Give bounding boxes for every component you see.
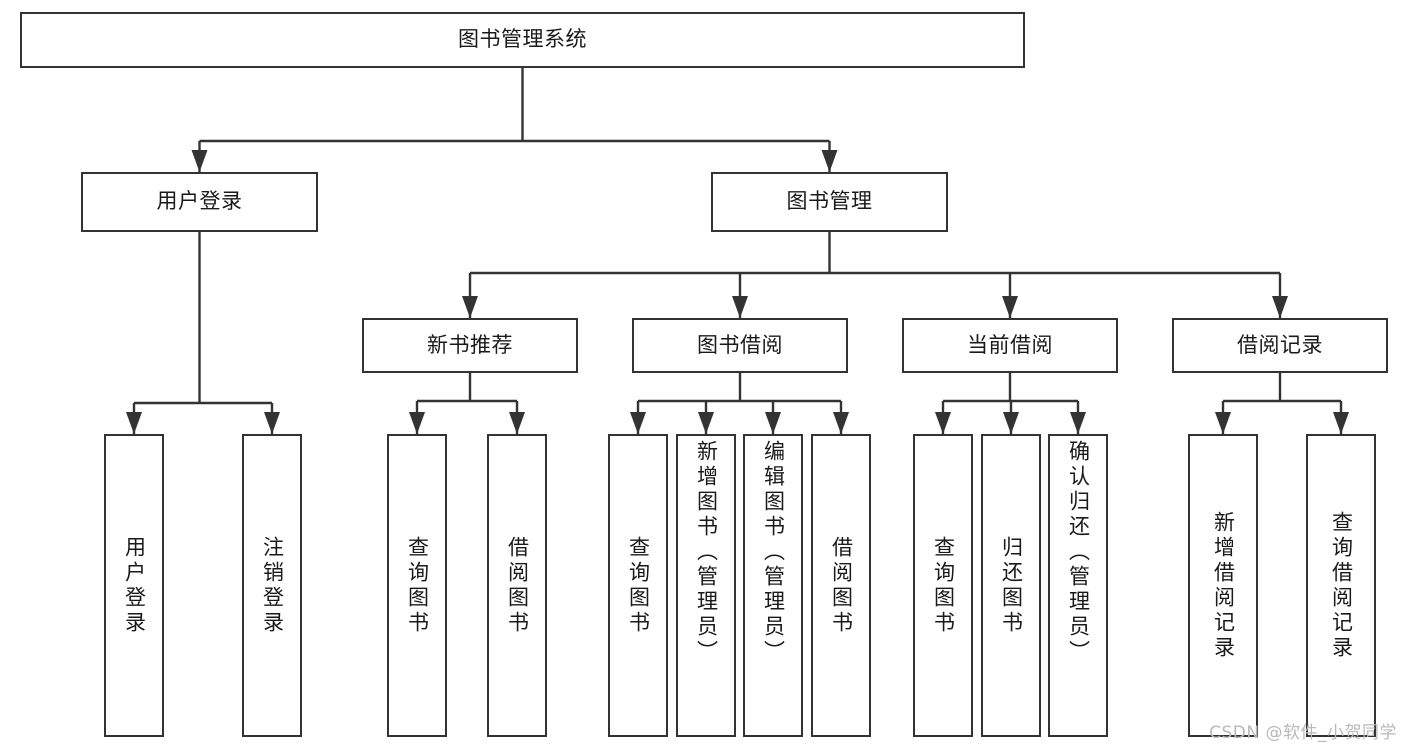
node-label-newbook: 新书推荐 — [427, 332, 513, 357]
arrowhead-bookmgmt — [821, 150, 838, 172]
node-label-leaf-borrow-add: 新增图书（管理员） — [694, 440, 719, 665]
node-label-leaf-newbook-query: 查询图书 — [405, 535, 430, 636]
node-label-current: 当前借阅 — [967, 332, 1053, 357]
arrowhead-leaf-current-confirm — [1070, 412, 1086, 434]
arrowhead-leaf-borrow-add — [698, 412, 714, 434]
arrowhead-newbook — [462, 296, 478, 318]
node-newbook[interactable]: 新书推荐 — [362, 318, 578, 373]
node-root[interactable]: 图书管理系统 — [20, 12, 1025, 68]
node-leaf-newbook-borrow[interactable]: 借阅图书 — [487, 434, 547, 737]
arrowhead-leaf-user-login — [126, 412, 142, 434]
arrowhead-borrow — [732, 296, 748, 318]
node-leaf-borrow-lend[interactable]: 借阅图书 — [811, 434, 871, 737]
node-label-leaf-newbook-borrow: 借阅图书 — [505, 535, 530, 636]
node-current[interactable]: 当前借阅 — [902, 318, 1118, 373]
node-label-leaf-record-query: 查询借阅记录 — [1329, 510, 1354, 661]
node-label-leaf-borrow-edit: 编辑图书（管理员） — [761, 440, 786, 665]
arrowhead-leaf-record-add — [1215, 412, 1231, 434]
node-leaf-borrow-add[interactable]: 新增图书（管理员） — [676, 434, 736, 737]
node-bookmgmt[interactable]: 图书管理 — [711, 172, 948, 232]
node-leaf-current-query[interactable]: 查询图书 — [913, 434, 973, 737]
node-leaf-current-return[interactable]: 归还图书 — [981, 434, 1041, 737]
node-label-leaf-current-return: 归还图书 — [999, 535, 1024, 636]
arrowhead-leaf-current-return — [1003, 412, 1019, 434]
node-leaf-current-confirm[interactable]: 确认归还（管理员） — [1048, 434, 1108, 737]
node-label-leaf-borrow-lend: 借阅图书 — [829, 535, 854, 636]
node-label-records: 借阅记录 — [1237, 332, 1323, 357]
node-leaf-newbook-query[interactable]: 查询图书 — [387, 434, 447, 737]
node-label-leaf-borrow-query: 查询图书 — [626, 535, 651, 636]
node-label-leaf-current-query: 查询图书 — [931, 535, 956, 636]
node-login[interactable]: 用户登录 — [81, 172, 318, 232]
node-label-borrow: 图书借阅 — [697, 332, 783, 357]
node-leaf-borrow-edit[interactable]: 编辑图书（管理员） — [743, 434, 803, 737]
node-label-login: 用户登录 — [156, 189, 243, 214]
node-records[interactable]: 借阅记录 — [1172, 318, 1388, 373]
node-leaf-record-add[interactable]: 新增借阅记录 — [1188, 434, 1258, 737]
arrowhead-leaf-newbook-query — [409, 412, 425, 434]
arrowhead-login — [191, 150, 208, 172]
arrowhead-records — [1272, 296, 1288, 318]
arrowhead-leaf-newbook-borrow — [509, 412, 525, 434]
node-label-leaf-current-confirm: 确认归还（管理员） — [1066, 440, 1091, 665]
node-borrow[interactable]: 图书借阅 — [632, 318, 848, 373]
node-leaf-user-login[interactable]: 用户登录 — [104, 434, 164, 737]
arrowhead-leaf-user-logout — [264, 412, 280, 434]
node-label-leaf-user-login: 用户登录 — [122, 535, 147, 636]
node-label-leaf-user-logout: 注销登录 — [260, 535, 285, 636]
arrowhead-leaf-current-query — [935, 412, 951, 434]
csdn-watermark: CSDN @软件_小贺同学 — [1209, 723, 1397, 743]
node-leaf-record-query[interactable]: 查询借阅记录 — [1306, 434, 1376, 737]
arrowhead-leaf-record-query — [1333, 412, 1349, 434]
node-leaf-user-logout[interactable]: 注销登录 — [242, 434, 302, 737]
node-label-leaf-record-add: 新增借阅记录 — [1211, 510, 1236, 661]
node-leaf-borrow-query[interactable]: 查询图书 — [608, 434, 668, 737]
node-label-bookmgmt: 图书管理 — [786, 189, 873, 214]
node-label-root: 图书管理系统 — [458, 27, 587, 52]
arrowhead-leaf-borrow-lend — [833, 412, 849, 434]
arrowhead-leaf-borrow-edit — [765, 412, 781, 434]
arrowhead-current — [1002, 296, 1018, 318]
arrowhead-leaf-borrow-query — [630, 412, 646, 434]
